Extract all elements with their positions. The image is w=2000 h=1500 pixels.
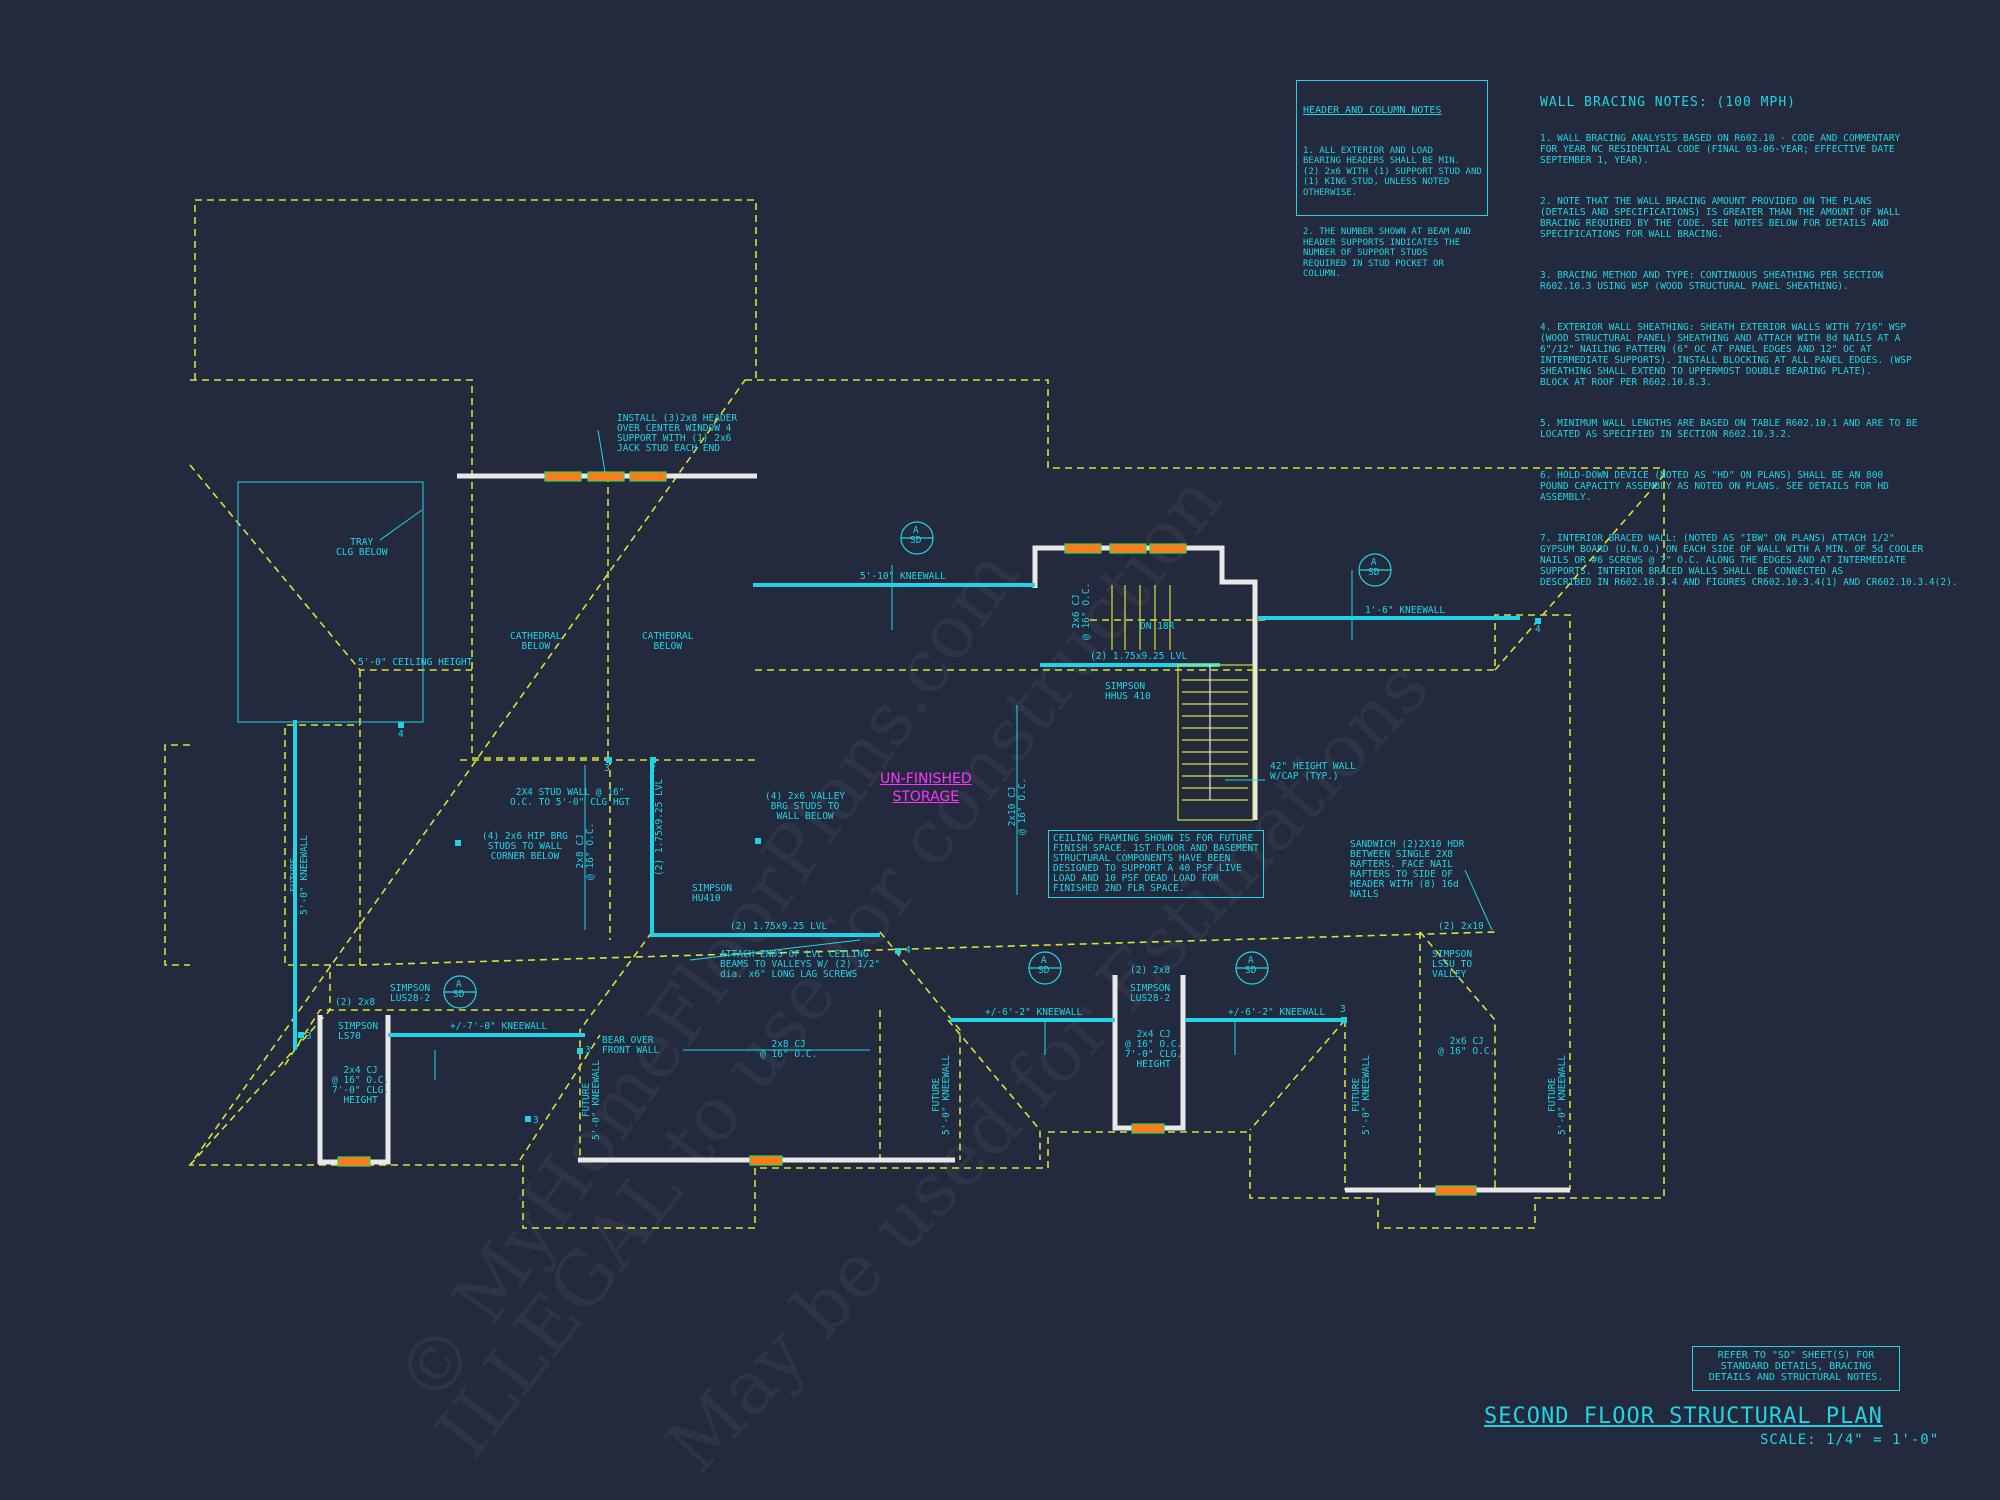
header-note-2: 2. THE NUMBER SHOWN AT BEAM AND HEADER S… <box>1303 227 1471 279</box>
bracing-note-6: 6. HOLD-DOWN DEVICE (NOTED AS "HD" ON PL… <box>1540 470 1889 503</box>
kneewall-right-label: 1'-6" KNEEWALL <box>1365 605 1446 616</box>
bracing-note-2: 2. NOTE THAT THE WALL BRACING AMOUNT PRO… <box>1540 196 1901 240</box>
valley-studs-label: (4) 2x6 VALLEY BRG STUDS TO WALL BELOW <box>765 791 846 822</box>
bracing-note-4: 4. EXTERIOR WALL SHEATHING: SHEATH EXTER… <box>1540 322 1912 388</box>
unfinished-storage-label: UN-FINISHED STORAGE <box>880 771 972 805</box>
cathedral-below-right: CATHEDRAL BELOW <box>642 631 694 652</box>
header-2x10-label: (2) 2x10 <box>1438 921 1484 932</box>
simpson-lus-left-label: SIMPSON LUS28-2 <box>390 983 431 1004</box>
lvl-vertical-label: (2) 1.75x9.25 LVL <box>654 778 665 876</box>
tray-ceiling-label: TRAY CLG BELOW <box>336 537 388 558</box>
wall-42-label: 42" HEIGHT WALL W/CAP (TYP.) <box>1270 761 1356 782</box>
stud-count: 3 <box>1340 1004 1346 1015</box>
simpson-hhus-label: SIMPSON HHUS 410 <box>1105 681 1151 702</box>
bear-over-label: BEAR OVER FRONT WALL <box>602 1035 660 1056</box>
cj-left-label: 2x8 CJ @ 16" O.C. <box>575 822 596 880</box>
lvl-top-label: (2) 1.75x9.25 LVL <box>1090 651 1188 662</box>
stud-count: 3 <box>306 1031 312 1042</box>
simpson-hu410-label: SIMPSON HU410 <box>692 883 733 904</box>
kneewall-lines <box>293 583 1520 1050</box>
bracing-note-5: 5. MINIMUM WALL LENGTHS ARE BASED ON TAB… <box>1540 418 1918 440</box>
plan-title: SECOND FLOOR STRUCTURAL PLAN <box>1484 1404 1883 1429</box>
future-kneewall-br1: FUTURE 5'-0" KNEEWALL <box>1351 1054 1372 1135</box>
stud-count: 3 <box>604 763 610 774</box>
window-headers <box>337 471 1477 1196</box>
stud-count: 3 <box>585 1045 591 1056</box>
cj-stair-label: 2x6 CJ @ 16" O.C. <box>1071 582 1092 640</box>
cj-center-label: 2x10 CJ @ 16" O.C. <box>1007 777 1028 835</box>
stairs <box>1111 585 1254 821</box>
dimension-lines <box>434 429 1493 1080</box>
ceiling-framing-note: CEILING FRAMING SHOWN IS FOR FUTURE FINI… <box>1048 830 1264 898</box>
stud-count: 4 <box>1535 624 1541 635</box>
kneewall-bottom-left-label: +/-7'-0" KNEEWALL <box>450 1021 548 1032</box>
future-kneewall-bl: FUTURE 5'-0" KNEEWALL <box>581 1059 602 1140</box>
header-note-1: 1. ALL EXTERIOR AND LOAD BEARING HEADERS… <box>1303 145 1482 198</box>
kneewall-bm2-label: +/-6'-2" KNEEWALL <box>1228 1007 1326 1018</box>
bracing-note-7: 7. INTERIOR BRACED WALL: (NOTED AS "IBW"… <box>1540 533 1958 588</box>
cj-bottom-left-label: 2x4 CJ @ 16" O.C. 7'-0" CLG. HEIGHT <box>332 1065 390 1106</box>
header-2x8-left-label: (2) 2x8 <box>335 997 376 1008</box>
wall-bracing-notes: WALL BRACING NOTES: (100 MPH) 1. WALL BR… <box>1540 75 1958 618</box>
header-column-notes: HEADER AND COLUMN NOTES 1. ALL EXTERIOR … <box>1296 80 1488 279</box>
simpson-lus-mid-label: SIMPSON LUS28-2 <box>1130 983 1171 1004</box>
section-markers <box>443 521 1392 1009</box>
tray-ceiling-outline <box>237 481 424 723</box>
bracing-note-1: 1. WALL BRACING ANALYSIS BASED ON R602.1… <box>1540 133 1901 166</box>
stud-wall-label: 2X4 STUD WALL @ 16" O.C. TO 5'-0" CLG HG… <box>510 787 631 808</box>
simpson-lsu-label: SIMPSON LSSU TO VALLEY <box>1432 949 1473 980</box>
simpson-ls-label: SIMPSON LS70 <box>338 1021 379 1042</box>
stud-count: 4 <box>905 945 911 956</box>
plan-scale: SCALE: 1/4" = 1'-0" <box>1760 1432 1940 1448</box>
attach-ends-label: ATTACH ENDS OF LVL CEILING BEAMS TO VALL… <box>720 949 881 980</box>
future-kneewall-br2: FUTURE 5'-0" KNEEWALL <box>1547 1054 1568 1135</box>
install-header-callout: INSTALL (3)2x8 HEADER OVER CENTER WINDOW… <box>617 413 738 454</box>
sandwich-header-note: SANDWICH (2)2X10 HDR BETWEEN SINGLE 2X8 … <box>1350 839 1465 900</box>
bracing-notes-title: WALL BRACING NOTES: (100 MPH) <box>1540 95 1796 110</box>
stud-pockets <box>298 618 1541 1122</box>
bracing-note-3: 3. BRACING METHOD AND TYPE: CONTINUOUS S… <box>1540 270 1884 292</box>
kneewall-bm1-label: +/-6'-2" KNEEWALL <box>985 1007 1083 1018</box>
cathedral-below-left: CATHEDRAL BELOW <box>510 631 562 652</box>
ceiling-height-label: 5'-0" CEILING HEIGHT <box>358 657 473 668</box>
header-notes-title: HEADER AND COLUMN NOTES <box>1303 105 1442 116</box>
header-2x8-mid-label: (2) 2x8 <box>1130 965 1171 976</box>
dashed-outline <box>164 199 1665 1229</box>
stud-count: 3 <box>533 1115 539 1126</box>
stud-count: 2 <box>650 763 656 774</box>
future-kneewall-left: FUTURE 5'-0" KNEEWALL <box>289 834 310 915</box>
kneewall-top-label: 5'-10" KNEEWALL <box>860 571 946 582</box>
reference-note: REFER TO "SD" SHEET(S) FOR STANDARD DETA… <box>1692 1346 1900 1391</box>
stair-down-label: DN 18R <box>1140 621 1175 632</box>
hip-studs-label: (4) 2x6 HIP BRG STUDS TO WALL CORNER BEL… <box>482 831 568 862</box>
lvl-mid-label: (2) 1.75x9.25 LVL <box>730 921 828 932</box>
stud-count: 4 <box>398 729 404 740</box>
cj-bottom-mid-label: 2x8 CJ @ 16" O.C. <box>760 1039 818 1060</box>
cj-bottom-center-label: 2x4 CJ @ 16" O.C. 7'-0" CLG. HEIGHT <box>1125 1029 1183 1070</box>
future-kneewall-bm: FUTURE 5'-0" KNEEWALL <box>931 1054 952 1135</box>
cj-right-label: 2x6 CJ @ 16" O.C. <box>1438 1036 1496 1057</box>
